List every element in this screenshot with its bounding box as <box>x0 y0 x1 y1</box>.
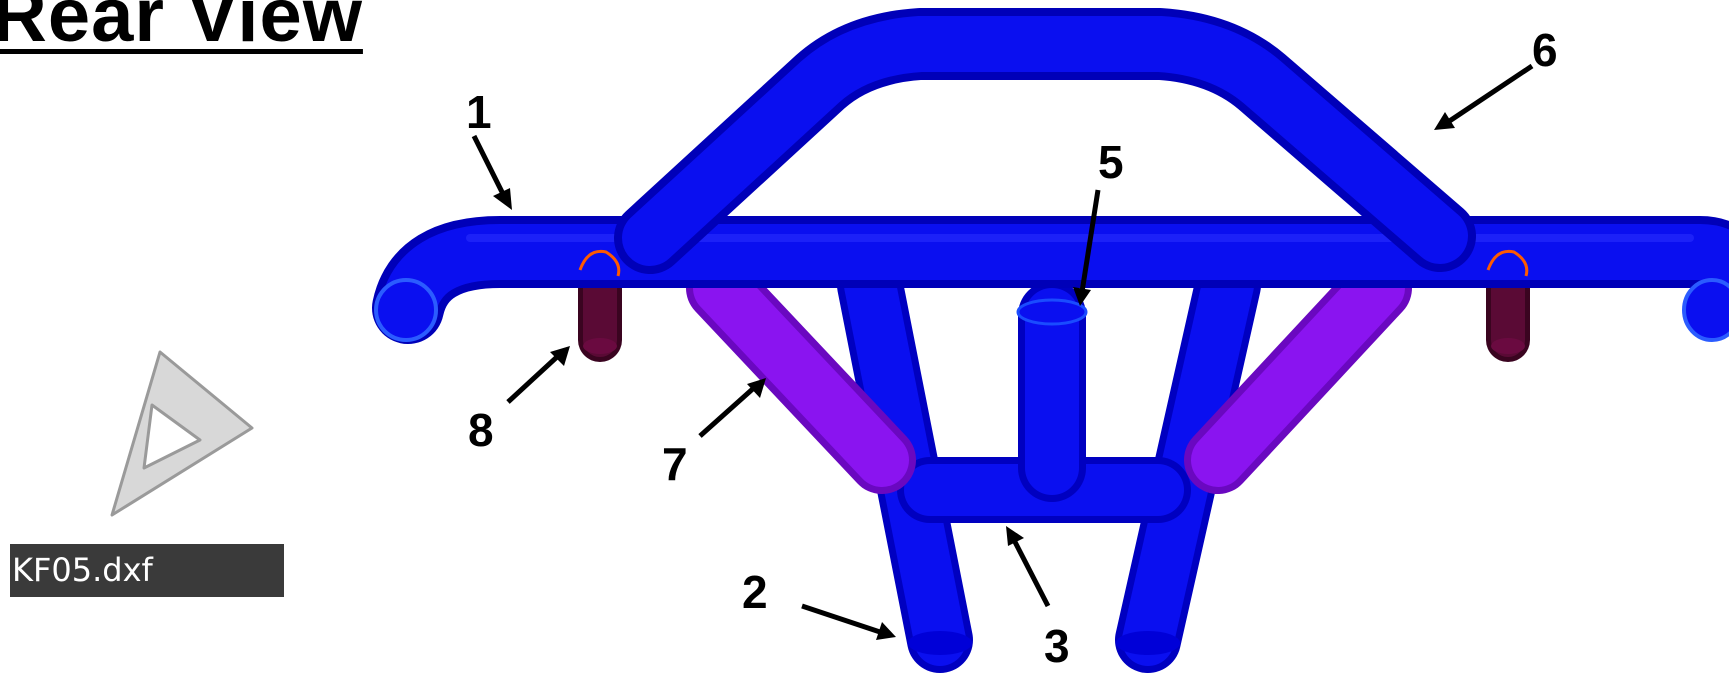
arrow-3 <box>1006 526 1051 608</box>
purple-brace-right <box>1184 254 1412 494</box>
tube-end-caps <box>374 249 1729 655</box>
file-name-label: KF05.dxf <box>10 544 284 597</box>
arrow-1 <box>471 134 512 210</box>
page-title: Rear View <box>0 0 363 58</box>
callout-label-7: 7 <box>662 438 688 490</box>
arrow-7 <box>698 378 766 438</box>
callout-label-2: 2 <box>742 566 768 618</box>
callout-label-3: 3 <box>1044 620 1070 672</box>
callout-arrows <box>471 63 1534 640</box>
callout-label-8: 8 <box>468 404 494 456</box>
arrow-8 <box>506 346 570 404</box>
set-square-icon[interactable] <box>110 350 254 517</box>
arrow-2 <box>801 603 896 640</box>
purple-brace-left <box>686 254 916 494</box>
callout-label-6: 6 <box>1532 24 1558 76</box>
callout-label-1: 1 <box>466 86 492 138</box>
upper-hoop <box>614 8 1476 274</box>
callout-label-5: 5 <box>1098 136 1124 188</box>
arrow-6 <box>1434 63 1534 130</box>
arrow-5 <box>1073 189 1101 306</box>
